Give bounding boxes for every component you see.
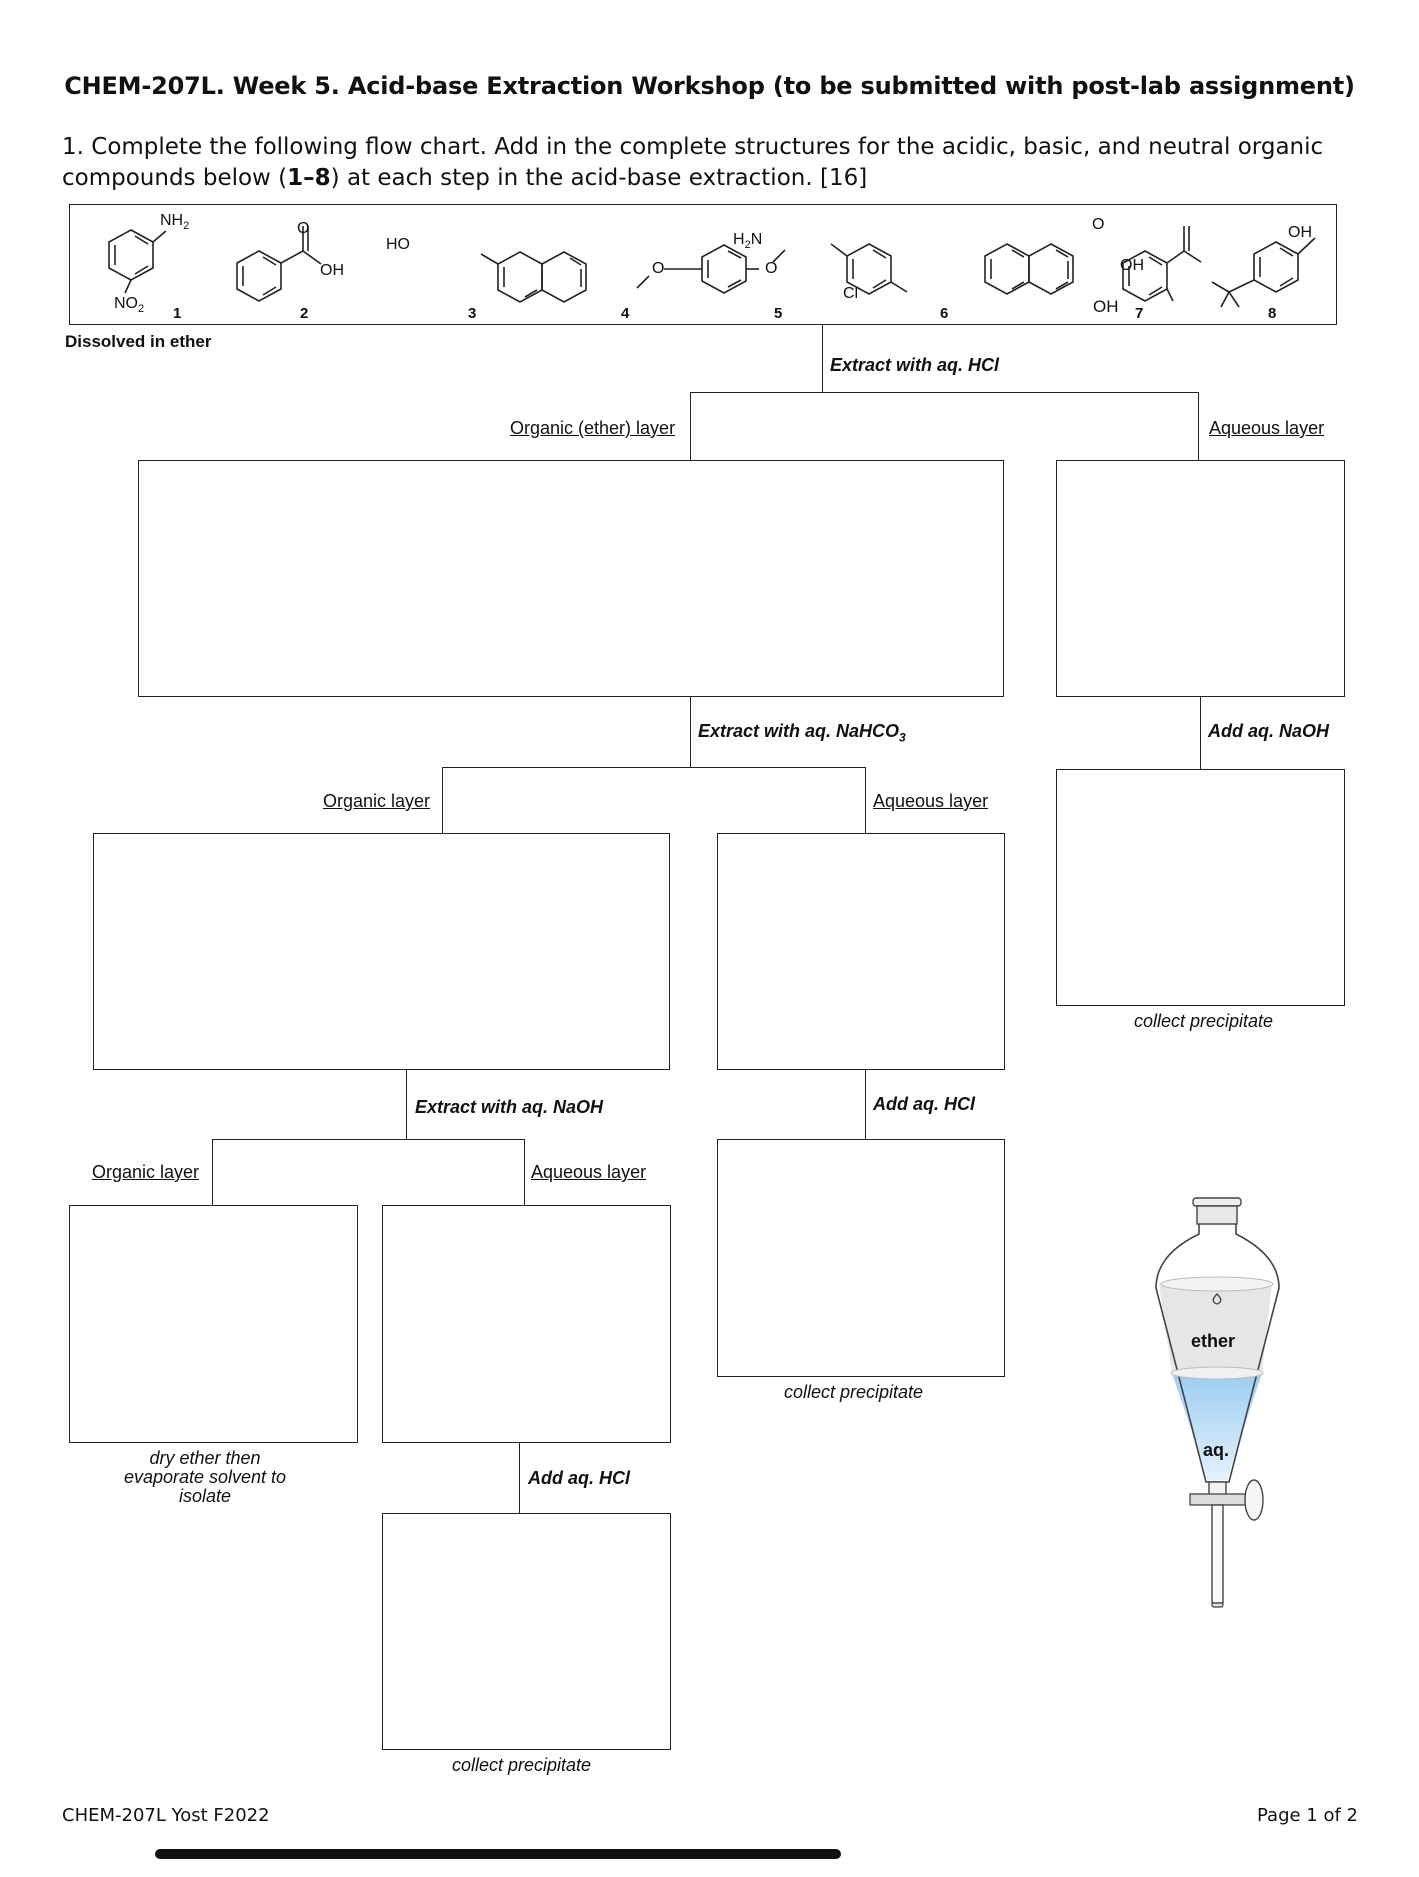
- question-text-a: 1. Complete the following flow chart. Ad…: [62, 134, 1324, 191]
- answer-box-hcl-precip[interactable]: [717, 1139, 1005, 1377]
- organic-layer-label-3: Organic layer: [92, 1162, 200, 1182]
- answer-box-naoh-precip[interactable]: [1056, 769, 1345, 1006]
- collect-precipitate-1: collect precipitate: [1134, 1011, 1274, 1031]
- answer-box-aqueous-3[interactable]: [382, 1205, 671, 1443]
- connector: [690, 697, 691, 767]
- add-hcl-label-1: Add aq. HCl: [873, 1094, 975, 1114]
- answer-box-organic-3[interactable]: [69, 1205, 358, 1443]
- compound-7-o: O: [1092, 216, 1105, 233]
- connector: [442, 767, 865, 768]
- compound-5-cl: Cl: [843, 285, 859, 302]
- organic-layer-label-2: Organic layer: [323, 791, 431, 811]
- compound-6-structure: [984, 243, 1074, 295]
- ether-layer-label: ether: [1191, 1331, 1236, 1351]
- compound-2-oh: OH: [320, 262, 344, 279]
- compound-2-structure: [236, 226, 322, 302]
- aqueous-layer-label-1: Aqueous layer: [1209, 418, 1325, 438]
- connector: [690, 392, 691, 460]
- answer-box-organic-2[interactable]: [93, 833, 670, 1070]
- compound-8-number: 8: [1268, 305, 1277, 322]
- compound-8-structure: [1211, 237, 1316, 308]
- answer-box-organic-ether[interactable]: [138, 460, 1004, 697]
- page-title: CHEM-207L. Week 5. Acid-base Extraction …: [64, 72, 1355, 100]
- compound-7-oh1: OH: [1120, 257, 1144, 274]
- compound-7-structure: [1122, 226, 1202, 302]
- connector: [406, 1070, 407, 1139]
- collect-precipitate-3: collect precipitate: [452, 1755, 592, 1775]
- compound-1-structure: [108, 229, 167, 294]
- scroll-indicator[interactable]: [155, 1849, 841, 1859]
- compound-5-structure: [830, 243, 908, 295]
- compound-range: 1–8: [287, 165, 331, 191]
- compound-3-ho: HO: [386, 236, 410, 253]
- organic-ether-layer-label: Organic (ether) layer: [510, 418, 676, 438]
- question-instructions: 1. Complete the following flow chart. Ad…: [62, 132, 1382, 194]
- compound-7-oh2: OH: [1093, 297, 1119, 316]
- connector: [519, 1443, 520, 1513]
- compound-5-number: 5: [774, 305, 783, 322]
- connector: [524, 1139, 525, 1205]
- footer-course: CHEM-207L Yost F2022: [62, 1805, 270, 1826]
- connector: [442, 767, 443, 833]
- compound-structures: [108, 226, 1316, 308]
- aqueous-layer-funnel-label: aq.: [1203, 1440, 1230, 1460]
- answer-box-aqueous-2[interactable]: [717, 833, 1005, 1070]
- compound-2-number: 2: [300, 305, 309, 322]
- answer-box-aqueous-1[interactable]: [1056, 460, 1345, 697]
- connector: [865, 767, 866, 833]
- compound-4-structure: [636, 244, 786, 294]
- footer-page-number: Page 1 of 2: [1257, 1805, 1358, 1826]
- compound-1-number: 1: [173, 305, 182, 322]
- separatory-funnel-icon: [1155, 1197, 1280, 1608]
- compound-4-number: 4: [621, 305, 630, 322]
- extract-nahco3-label: Extract with aq. NaHCO3: [698, 721, 906, 745]
- compound-7-number: 7: [1135, 305, 1144, 322]
- compound-1-no2: NO2: [114, 295, 145, 316]
- connector: [212, 1139, 213, 1205]
- compound-8-oh: OH: [1288, 224, 1312, 241]
- answer-box-final-precip[interactable]: [382, 1513, 671, 1750]
- connector: [822, 325, 823, 392]
- connector: [865, 1070, 866, 1139]
- compound-5-h2n: H2N: [733, 231, 763, 252]
- compound-4-o1: O: [652, 260, 665, 277]
- compound-4-o2: O: [765, 260, 778, 277]
- question-text-b: ) at each step in the acid-base extracti…: [330, 165, 868, 191]
- connector: [1198, 392, 1199, 460]
- connector: [690, 392, 1198, 393]
- connector: [1200, 697, 1201, 769]
- connector: [212, 1139, 524, 1140]
- add-naoh-label: Add aq. NaOH: [1208, 721, 1330, 741]
- collect-precipitate-2: collect precipitate: [784, 1382, 924, 1402]
- add-hcl-label-2: Add aq. HCl: [528, 1468, 630, 1488]
- compound-3-structure: [480, 251, 587, 303]
- aqueous-layer-label-3: Aqueous layer: [531, 1162, 647, 1182]
- compound-6-number: 6: [940, 305, 949, 322]
- extract-hcl-label: Extract with aq. HCl: [830, 355, 1000, 375]
- compound-2-o: O: [297, 220, 310, 237]
- extract-naoh-label: Extract with aq. NaOH: [415, 1097, 604, 1117]
- aqueous-layer-label-2: Aqueous layer: [873, 791, 989, 811]
- compound-3-number: 3: [468, 305, 477, 322]
- dissolved-in-ether-label: Dissolved in ether: [65, 332, 212, 351]
- compound-1-nh2: NH2: [160, 212, 190, 233]
